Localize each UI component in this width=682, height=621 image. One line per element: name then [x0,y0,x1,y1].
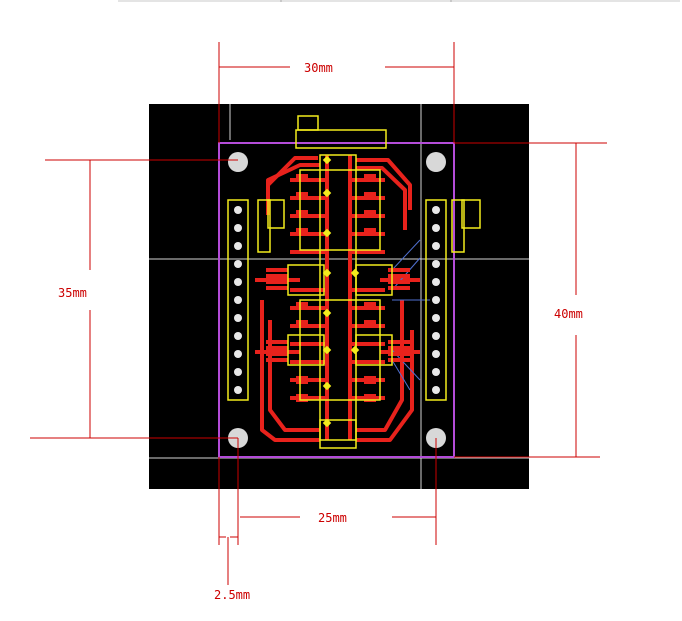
center-pads [322,155,360,428]
dimension-bottom-label: 25mm [318,511,347,525]
board-background [149,104,529,489]
mounting-hole-top-left [228,152,248,172]
board-outline [218,142,455,458]
dimension-right-label: 40mm [554,307,583,321]
dimension-left-label: 35mm [58,286,87,300]
header-pins-right [432,206,440,394]
header-pins-left [234,206,242,394]
smd-pads [266,174,410,402]
dimension-offset-label: 2.5mm [214,588,250,602]
mounting-hole-top-right [426,152,446,172]
dimension-top-label: 30mm [304,61,333,75]
dimension-lines [30,42,607,585]
top-toolbar-strip [118,0,680,2]
silkscreen [227,115,481,449]
